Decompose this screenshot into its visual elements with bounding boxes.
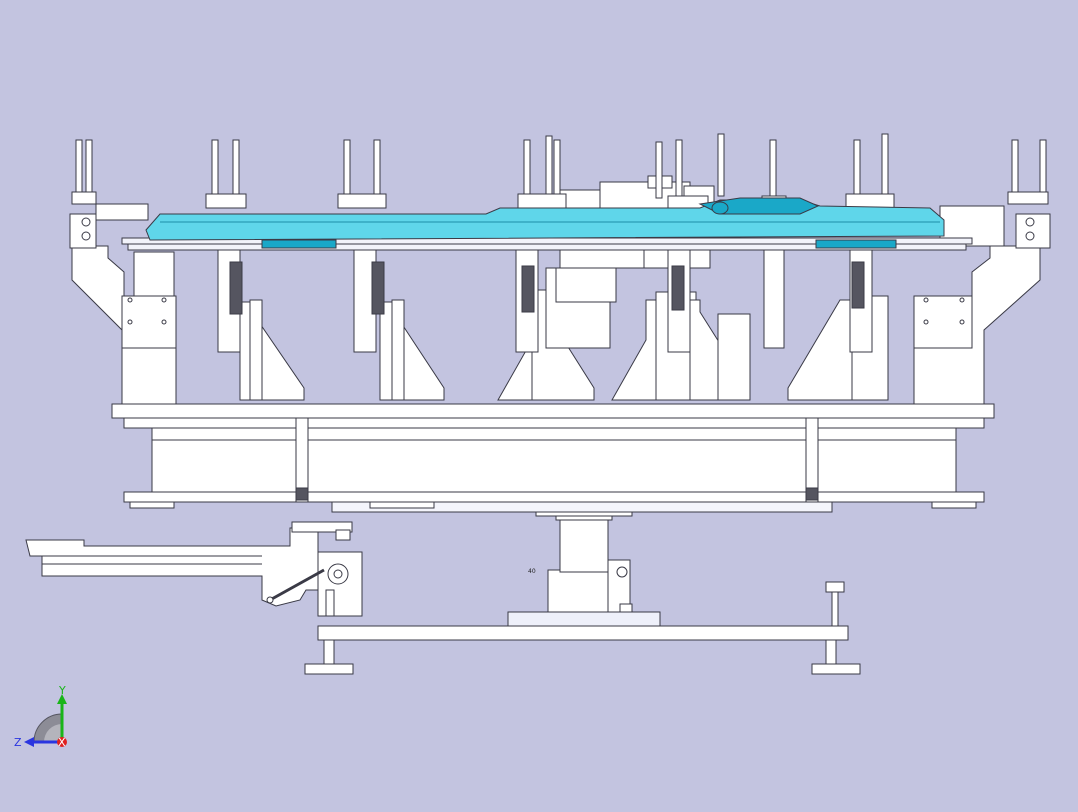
- axis-y-label: Y: [58, 684, 66, 697]
- leveling-screw: [825, 581, 845, 627]
- central-pedestal: [507, 507, 661, 627]
- right-end-block: [913, 139, 1051, 405]
- side-arm: [25, 521, 363, 617]
- coordinate-triad-icon: Y Z X: [14, 684, 67, 749]
- axis-z-label: Z: [14, 736, 22, 749]
- axis-x-label: X: [58, 736, 66, 749]
- lower-base-plate: [304, 625, 861, 675]
- small-tag-label: 40: [528, 568, 536, 575]
- main-base-frame: [111, 403, 995, 513]
- toggle-clamp-rods: [205, 133, 895, 211]
- workpiece: [145, 197, 945, 249]
- left-end-block: [69, 139, 177, 405]
